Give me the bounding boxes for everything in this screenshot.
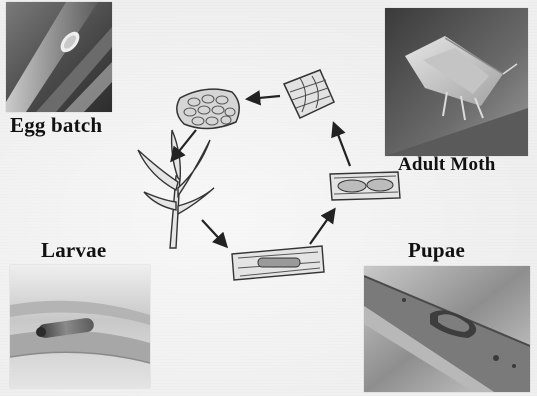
arrow-pupa-to-adult <box>334 124 350 166</box>
pupa-stem-icon <box>330 172 400 200</box>
arrow-adult-to-egg <box>248 96 280 99</box>
arrow-larva-to-pupa <box>310 210 334 244</box>
arrow-plant-to-larva <box>202 220 226 246</box>
egg-mass-icon <box>177 89 239 128</box>
adult-leaf-icon <box>284 70 334 118</box>
sugarcane-plant-icon <box>138 130 214 248</box>
larva-stem-icon <box>232 246 324 280</box>
